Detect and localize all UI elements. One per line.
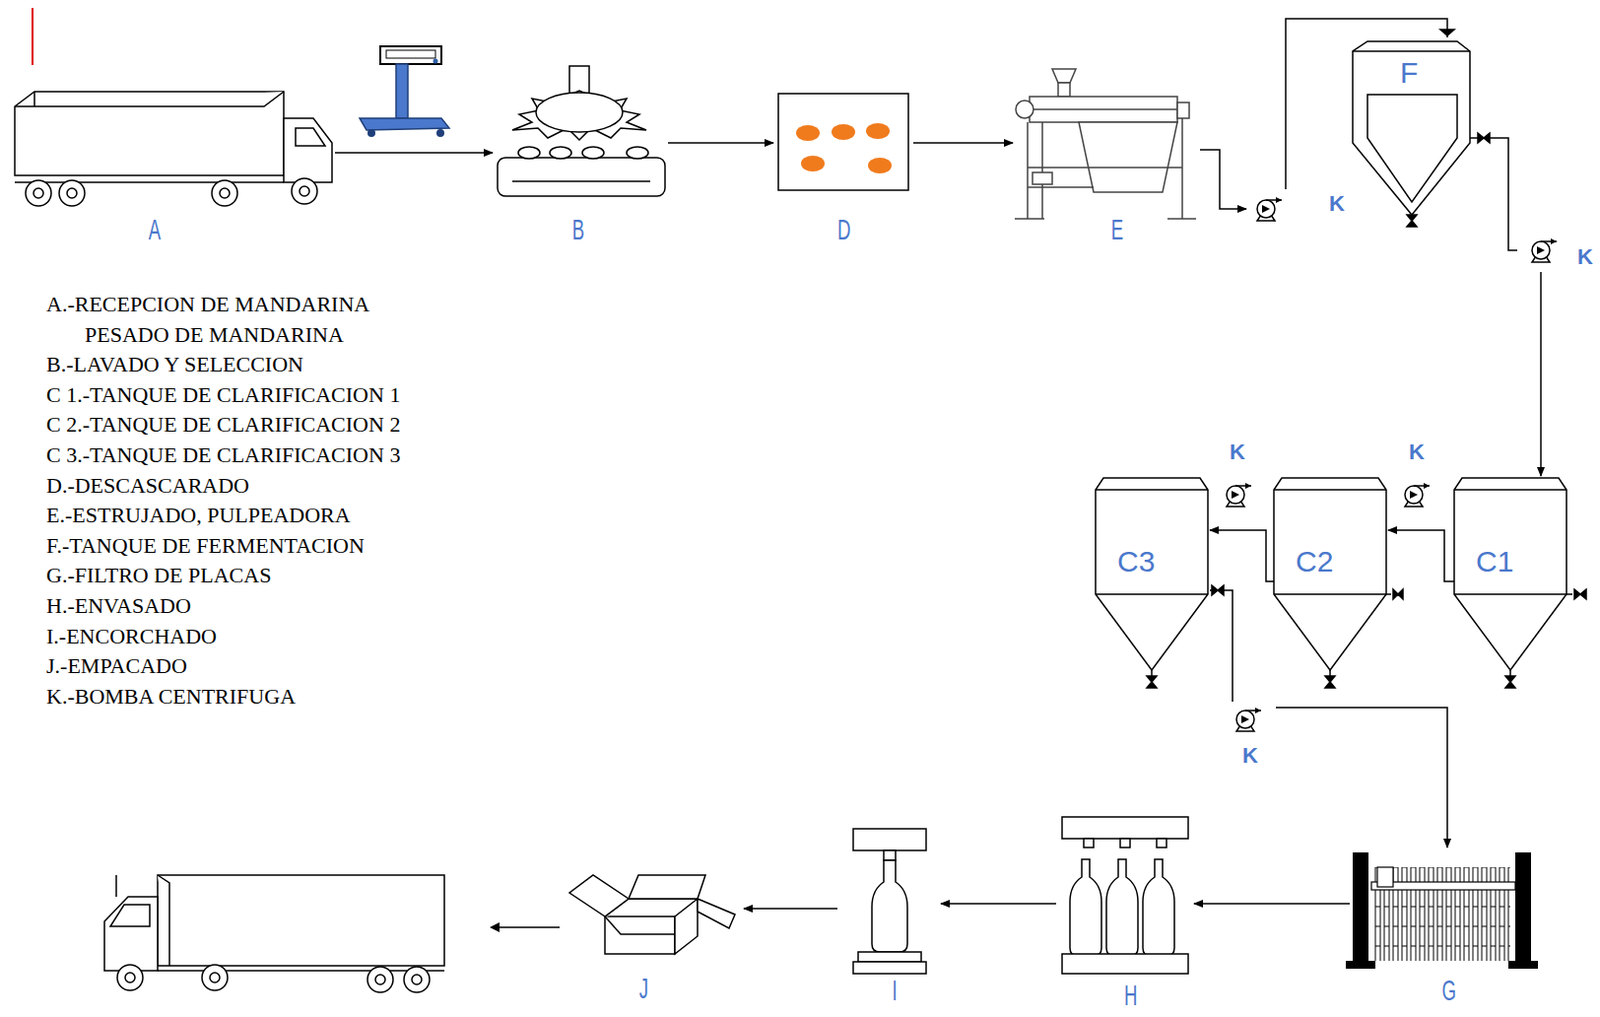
clarification-tank: C1 [1454,475,1569,693]
equipment-letter: J [639,973,649,1003]
pump-tag: K [1242,744,1259,767]
equipment-letter: F [1400,58,1418,88]
pump-tag: K [1329,193,1345,215]
pipe-connector [667,141,774,144]
filler: H [1056,811,1195,1012]
legend-line: K.-BOMBA CENTRIFUGA [46,685,296,708]
pipe-connector [1539,271,1542,476]
pipe-connector [1194,902,1350,905]
equipment-letter: E [1111,214,1124,245]
packing-box [569,874,735,954]
equipment-letter: C1 [1475,546,1514,577]
pipe-connector [1275,707,1448,848]
legend-line: I.-ENCORCHADO [46,625,217,648]
equipment-letter: I [892,975,898,1005]
legend-line: F.-TANQUE DE FERMENTACION [46,534,365,557]
corker [853,828,927,974]
fermentation-tank: F [1349,37,1474,230]
pipe-connector [940,902,1057,905]
plate-filter: G [1349,847,1537,1010]
corker: I [837,823,941,1009]
clarification-tank: C2 [1273,475,1389,693]
peeling [778,93,909,191]
pipe-connector [1209,590,1233,702]
truck [104,874,445,993]
truck [14,91,333,206]
bottle-filler [1062,816,1189,974]
reception-truck: A [9,86,335,250]
equipment-letter: H [1124,980,1137,1010]
pump: K [1517,232,1599,272]
pump: K [1246,189,1347,231]
legend-line: C 1.-TANQUE DE CLARIFICACION 1 [46,384,400,406]
legend-line: E.-ESTRUJADO, PULPEADORA [46,504,351,527]
pipe-connector [743,907,838,910]
red-mark [31,7,34,66]
packing-box: J [561,837,744,1005]
pump: K [1394,438,1439,510]
legend-line: J.-EMPACADO [46,655,188,677]
legend-line: H.-ENVASADO [46,595,192,617]
equipment-letter: D [837,214,851,245]
equipment-letter: C3 [1117,546,1155,577]
pipe-connector [1388,530,1455,582]
equipment-letter: A [148,214,161,245]
legend-line: D.-DESCASCARADO [46,474,250,497]
legend-line: C 2.-TANQUE DE CLARIFICACION 2 [46,413,400,436]
legend-line: G.-FILTRO DE PLACAS [46,564,271,587]
equipment-letter: B [572,214,585,245]
clarification-tank: C3 [1095,475,1210,693]
peeling: D [773,90,914,249]
pipe-connector [334,151,493,154]
washer [497,66,666,197]
plate-filter-press [1345,852,1538,969]
washer: B [492,61,668,249]
pump-tag: K [1229,441,1246,464]
pulper: E [1012,65,1200,249]
pipe-connector [1473,137,1518,251]
equipment-letter: C2 [1295,546,1334,577]
clarification-tank-outline [1095,477,1587,688]
legend-line: A.-RECEPCION DE MANDARINA [46,293,370,316]
legend-line: PESADO DE MANDARINA [84,324,344,346]
pipe-connector [1285,18,1448,190]
pipe-connector [1209,530,1274,582]
equipment-letter: G [1441,975,1456,1005]
pulper [1014,68,1197,219]
fermentation-tank-outline [1352,29,1490,227]
flow-arrow [489,922,560,933]
legend-line: C 3.-TANQUE DE CLARIFICACION 3 [46,444,400,467]
pump: K [1215,438,1261,510]
centrifugal-pump [1226,197,1557,732]
legend-line: B.-LAVADO Y SELECCION [46,353,304,376]
pipe-connector [1200,149,1247,209]
pump-tag: K [1408,441,1425,464]
pipe-connector [913,141,1013,144]
weighing-scale [359,46,450,137]
pump: K [1216,701,1276,773]
pump-tag: K [1577,246,1594,268]
